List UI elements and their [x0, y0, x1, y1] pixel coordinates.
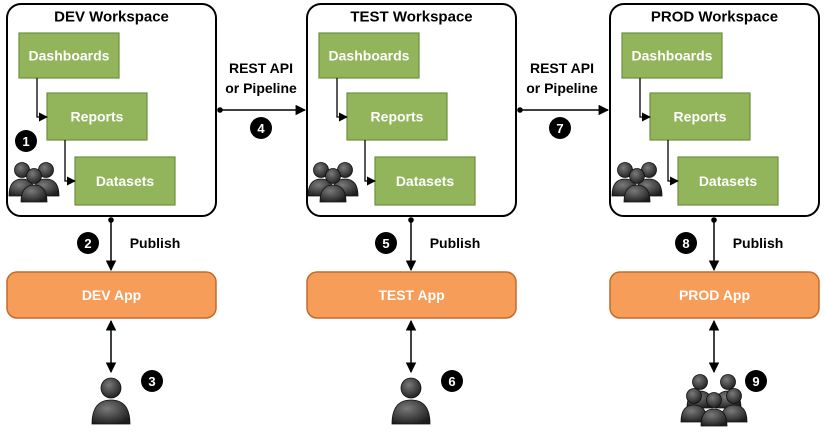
prod-dashboards-label: Dashboards — [632, 48, 713, 64]
dev-dashboards-node[interactable]: Dashboards — [18, 32, 120, 79]
dev-datasets-box — [74, 156, 176, 206]
step-marker-circle — [675, 232, 697, 254]
step-marker-5: 5 — [375, 232, 397, 254]
person-shape — [91, 377, 131, 425]
user-icon — [91, 377, 131, 425]
test-reports-node[interactable]: Reports — [346, 92, 448, 141]
step-marker-circle — [250, 117, 272, 139]
prod-dashboards-to-reports-connector — [639, 78, 651, 122]
step-marker-circle — [77, 232, 99, 254]
test-datasets-node[interactable]: Datasets — [374, 156, 476, 206]
dev-app-label: DEV App — [82, 287, 141, 303]
dev-dashboards-label: Dashboards — [29, 48, 110, 64]
step-marker-6: 6 — [441, 370, 463, 392]
dev-reports-label: Reports — [71, 109, 124, 125]
deploy-label-line1: REST API — [229, 60, 293, 76]
step-marker-number: 7 — [556, 121, 563, 136]
dev-datasets-node[interactable]: Datasets — [74, 156, 176, 206]
dev-app-box — [6, 271, 217, 319]
deploy-label-line1: REST API — [530, 60, 594, 76]
step-marker-number: 6 — [448, 374, 455, 389]
step-marker-circle — [745, 370, 767, 392]
test-app-box — [306, 271, 517, 319]
test-datasets-label: Datasets — [396, 173, 455, 189]
step-marker-number: 1 — [22, 134, 29, 149]
user-icon — [391, 377, 431, 425]
step-marker-number: 2 — [84, 236, 91, 251]
test-datasets-box — [374, 156, 476, 206]
test-dashboards-to-reports-connector — [336, 78, 348, 122]
dev-dashboards-box — [18, 32, 120, 79]
prod-reports-to-datasets-connector — [667, 140, 679, 186]
dev-workspace-title: DEV Workspace — [54, 9, 169, 26]
step-marker-3: 3 — [141, 370, 163, 392]
prod-datasets-node[interactable]: Datasets — [677, 156, 779, 206]
step-marker-circle — [141, 370, 163, 392]
test-workspace-title: TEST Workspace — [350, 9, 472, 26]
step-marker-number: 4 — [257, 121, 265, 136]
test-reports-to-datasets-connector — [364, 140, 376, 186]
user-group-icon — [307, 162, 359, 203]
step-marker-8: 8 — [675, 232, 697, 254]
deploy-label-line2: or Pipeline — [526, 80, 598, 96]
prod-app-box — [609, 271, 820, 319]
dev-reports-node[interactable]: Reports — [46, 92, 148, 141]
step-marker-4: 4 — [250, 117, 272, 139]
dev-dashboards-to-reports-connector — [36, 78, 48, 122]
dev-datasets-label: Datasets — [96, 173, 155, 189]
step-marker-number: 5 — [382, 236, 389, 251]
step-marker-number: 3 — [148, 374, 155, 389]
user-group-icon — [8, 162, 60, 203]
publish-label: Publish — [430, 235, 481, 251]
prod-app-label: PROD App — [679, 287, 750, 303]
dev-reports-to-datasets-connector — [64, 140, 76, 186]
test-app[interactable]: TEST App — [306, 271, 517, 319]
test-dashboards-node[interactable]: Dashboards — [318, 32, 420, 79]
test-app-label: TEST App — [378, 287, 444, 303]
step-marker-circle — [441, 370, 463, 392]
step-marker-circle — [549, 117, 571, 139]
prod-workspace-title: PROD Workspace — [651, 9, 778, 26]
prod-datasets-label: Datasets — [699, 173, 758, 189]
test-reports-label: Reports — [371, 109, 424, 125]
step-marker-9: 9 — [745, 370, 767, 392]
step-marker-circle — [15, 130, 37, 152]
deploy-label-line2: or Pipeline — [225, 80, 297, 96]
prod-app[interactable]: PROD App — [609, 271, 820, 319]
step-marker-2: 2 — [77, 232, 99, 254]
prod-dashboards-node[interactable]: Dashboards — [621, 32, 723, 79]
prod-dashboards-box — [621, 32, 723, 79]
prod-reports-node[interactable]: Reports — [649, 92, 751, 141]
publish-label: Publish — [130, 235, 181, 251]
prod-reports-box — [649, 92, 751, 141]
step-marker-1: 1 — [15, 130, 37, 152]
test-dashboards-label: Dashboards — [329, 48, 410, 64]
test-dashboards-box — [318, 32, 420, 79]
person-shape — [391, 377, 431, 425]
prod-reports-label: Reports — [674, 109, 727, 125]
prod-datasets-box — [677, 156, 779, 206]
dev-app[interactable]: DEV App — [6, 271, 217, 319]
test-reports-box — [346, 92, 448, 141]
step-marker-number: 9 — [752, 374, 759, 389]
step-marker-circle — [375, 232, 397, 254]
user-group-icon — [680, 374, 748, 427]
user-group-icon — [611, 162, 663, 203]
step-marker-7: 7 — [549, 117, 571, 139]
publish-label: Publish — [733, 235, 784, 251]
step-marker-number: 8 — [682, 236, 689, 251]
